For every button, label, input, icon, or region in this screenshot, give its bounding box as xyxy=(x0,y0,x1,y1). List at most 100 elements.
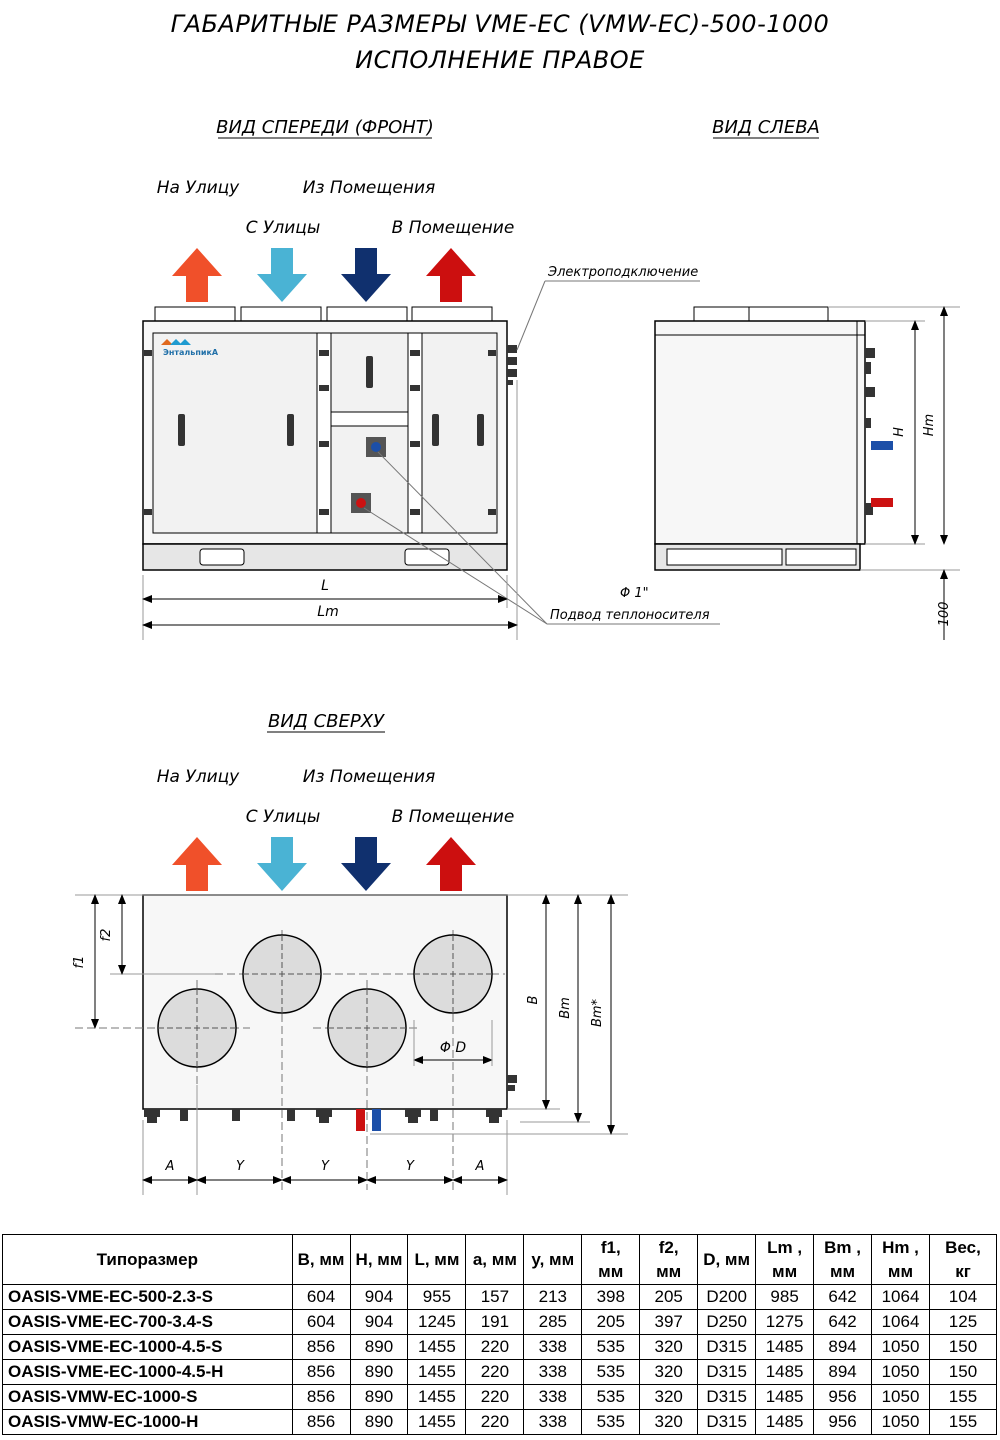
cell-lm: 985 xyxy=(755,1284,815,1310)
cell-h: 904 xyxy=(349,1309,409,1335)
dim-B: B xyxy=(526,995,541,1004)
cell-a: 220 xyxy=(465,1409,525,1435)
left-view-label: ВИД СЛЕВА xyxy=(712,117,820,138)
cell-f2: 397 xyxy=(639,1309,699,1335)
callout-electrical: Электроподключение xyxy=(547,265,698,280)
header-hm: Hm ,мм xyxy=(871,1234,930,1285)
label-to-street: На Улицу xyxy=(157,178,240,198)
top-label-from-room: Из Помещения xyxy=(303,767,436,787)
cell-d: D250 xyxy=(697,1309,757,1335)
cell-h: 890 xyxy=(349,1334,409,1360)
brand-logo: ЭнтальпикА xyxy=(161,339,219,357)
cell-model: OASIS-VME-EC-1000-4.5-H xyxy=(2,1359,293,1385)
cell-h: 890 xyxy=(349,1384,409,1410)
cell-hm: 1050 xyxy=(871,1384,930,1410)
front-callouts: Электроподключение Подвод теплоносителя … xyxy=(363,265,720,625)
cell-y: 338 xyxy=(523,1409,583,1435)
header-lm: Lm ,мм xyxy=(755,1234,815,1285)
cell-bm: 956 xyxy=(813,1384,873,1410)
dim-Lm: Lm xyxy=(317,604,338,620)
callout-heat-supply: Подвод теплоносителя xyxy=(550,608,710,623)
header-f2: f2,мм xyxy=(639,1234,699,1285)
cell-model: OASIS-VMW-EC-1000-H xyxy=(2,1409,293,1435)
cell-d: D315 xyxy=(697,1359,757,1385)
dim-A-right: A xyxy=(475,1159,485,1174)
cell-a: 220 xyxy=(465,1359,525,1385)
side-dimensions xyxy=(828,306,960,640)
cell-model: OASIS-VME-EC-700-3.4-S xyxy=(2,1309,293,1335)
cell-model: OASIS-VME-EC-500-2.3-S xyxy=(2,1284,293,1310)
table-header-row: Типоразмер B, мм H, мм L, мм a, мм y, мм… xyxy=(2,1234,998,1285)
cell-weight: 150 xyxy=(928,1334,998,1360)
header-l: L, мм xyxy=(407,1234,467,1285)
top-airflow-group: На Улицу Из Помещения С Улицы В Помещени… xyxy=(157,767,514,891)
cell-l: 1455 xyxy=(407,1384,467,1410)
cell-y: 338 xyxy=(523,1359,583,1385)
cell-f1: 535 xyxy=(581,1359,641,1385)
top-arrow-down-navy-icon xyxy=(341,837,391,891)
cell-weight: 155 xyxy=(928,1409,998,1435)
arrow-down-lightblue-icon xyxy=(257,248,307,302)
cell-weight: 104 xyxy=(928,1284,998,1310)
cell-f2: 320 xyxy=(639,1409,699,1435)
cell-hm: 1064 xyxy=(871,1309,930,1335)
arrow-down-navy-icon xyxy=(341,248,391,302)
cell-lm: 1485 xyxy=(755,1409,815,1435)
dim-Y-1: Y xyxy=(236,1159,245,1174)
dim-H: H xyxy=(892,427,907,437)
cell-h: 904 xyxy=(349,1284,409,1310)
drawing: ВИД СПЕРЕДИ (ФРОНТ) ВИД СЛЕВА ВИД СВЕРХУ… xyxy=(72,117,960,1195)
spec-table: Типоразмер B, мм H, мм L, мм a, мм y, мм… xyxy=(2,1234,998,1435)
cell-l: 1455 xyxy=(407,1409,467,1435)
top-arrow-down-lightblue-icon xyxy=(257,837,307,891)
cell-a: 191 xyxy=(465,1309,525,1335)
cell-f2: 320 xyxy=(639,1359,699,1385)
cell-d: D315 xyxy=(697,1384,757,1410)
cell-b: 856 xyxy=(291,1359,351,1385)
cell-lm: 1485 xyxy=(755,1334,815,1360)
dim-D: Φ D xyxy=(440,1040,466,1056)
table-row: OASIS-VME-EC-700-3.4-S 604 904 1245 191 … xyxy=(2,1309,998,1335)
label-from-room: Из Помещения xyxy=(303,178,436,198)
cell-model: OASIS-VME-EC-1000-4.5-S xyxy=(2,1334,293,1360)
cell-bm: 642 xyxy=(813,1309,873,1335)
dim-100: 100 xyxy=(937,602,952,627)
cell-hm: 1050 xyxy=(871,1359,930,1385)
cell-y: 338 xyxy=(523,1384,583,1410)
cell-a: 220 xyxy=(465,1384,525,1410)
arrow-up-orange-icon xyxy=(172,248,222,302)
cell-f1: 398 xyxy=(581,1284,641,1310)
header-h: H, мм xyxy=(349,1234,409,1285)
cell-f1: 535 xyxy=(581,1334,641,1360)
cell-l: 1455 xyxy=(407,1359,467,1385)
table-row: OASIS-VME-EC-1000-4.5-H 856 890 1455 220… xyxy=(2,1359,998,1385)
cell-d: D315 xyxy=(697,1409,757,1435)
cell-lm: 1485 xyxy=(755,1359,815,1385)
cell-f2: 320 xyxy=(639,1384,699,1410)
cell-weight: 155 xyxy=(928,1384,998,1410)
cell-hm: 1050 xyxy=(871,1409,930,1435)
cell-f1: 535 xyxy=(581,1409,641,1435)
front-airflow-group: На Улицу Из Помещения С Улицы В Помещени… xyxy=(157,178,515,302)
cell-bm: 956 xyxy=(813,1409,873,1435)
cell-weight: 125 xyxy=(928,1309,998,1335)
dim-Hm: Hm xyxy=(922,414,937,436)
cell-y: 285 xyxy=(523,1309,583,1335)
top-dimensions xyxy=(75,894,628,1195)
label-from-street: С Улицы xyxy=(246,218,321,238)
table-row: OASIS-VMW-EC-1000-H 856 890 1455 220 338… xyxy=(2,1409,998,1435)
top-view-unit xyxy=(75,894,517,1190)
top-label-from-street: С Улицы xyxy=(246,807,321,827)
cell-b: 604 xyxy=(291,1309,351,1335)
cell-hm: 1050 xyxy=(871,1334,930,1360)
header-d: D, мм xyxy=(697,1234,757,1285)
cell-a: 157 xyxy=(465,1284,525,1310)
cell-d: D200 xyxy=(697,1284,757,1310)
cell-b: 856 xyxy=(291,1384,351,1410)
arrow-up-red-icon xyxy=(426,248,476,302)
front-view-unit: ЭнтальпикА xyxy=(142,306,517,571)
top-arrow-up-red-icon xyxy=(426,837,476,891)
front-dimensions xyxy=(142,380,518,640)
header-f1: f1,мм xyxy=(581,1234,641,1285)
label-to-room: В Помещение xyxy=(392,218,515,238)
